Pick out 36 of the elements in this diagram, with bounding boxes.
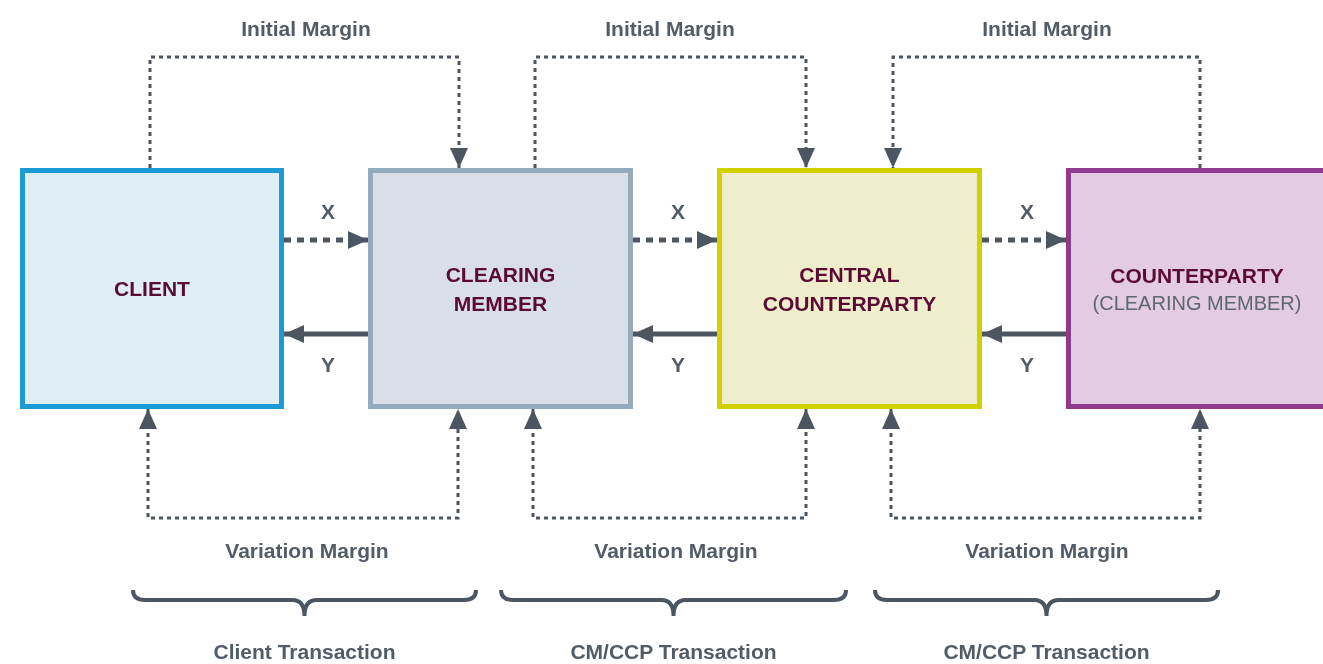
entity-box <box>20 168 284 409</box>
entity-box <box>717 168 982 409</box>
edge-label: Variation Margin <box>594 539 758 563</box>
entity-box <box>1066 168 1323 409</box>
entity-name: COUNTERPARTY <box>1110 263 1284 289</box>
entity-name: CLEARING MEMBER <box>444 261 557 317</box>
arrow <box>982 231 1066 249</box>
group-label: Client Transaction <box>213 640 396 664</box>
edge-label: X <box>321 200 335 224</box>
arrow <box>524 409 815 520</box>
group-label: CM/CCP Transaction <box>570 640 777 664</box>
edge-label: Initial Margin <box>241 17 371 41</box>
arrow <box>148 55 468 168</box>
edge-label: Variation Margin <box>965 539 1129 563</box>
arrow <box>139 409 467 520</box>
arrow <box>284 231 368 249</box>
edge-label: X <box>671 200 685 224</box>
arrow <box>982 325 1066 343</box>
arrow <box>533 55 815 168</box>
edge-label: X <box>1020 200 1034 224</box>
entity-note: (CLEARING MEMBER) <box>1092 291 1302 316</box>
edge-label: Y <box>1020 353 1034 377</box>
edge-label: Initial Margin <box>605 17 735 41</box>
entity-box <box>368 168 633 409</box>
arrow <box>884 55 1202 168</box>
arrow <box>284 325 368 343</box>
edge-label: Initial Margin <box>982 17 1112 41</box>
edge-label: Variation Margin <box>225 539 389 563</box>
entity-name: CENTRAL COUNTERPARTY <box>761 261 938 317</box>
edge-label: Y <box>671 353 685 377</box>
arrow <box>633 231 717 249</box>
edge-label: Y <box>321 353 335 377</box>
entity-name: CLIENT <box>114 276 190 302</box>
arrow <box>882 409 1209 520</box>
group-label: CM/CCP Transaction <box>943 640 1150 664</box>
arrow <box>633 325 717 343</box>
